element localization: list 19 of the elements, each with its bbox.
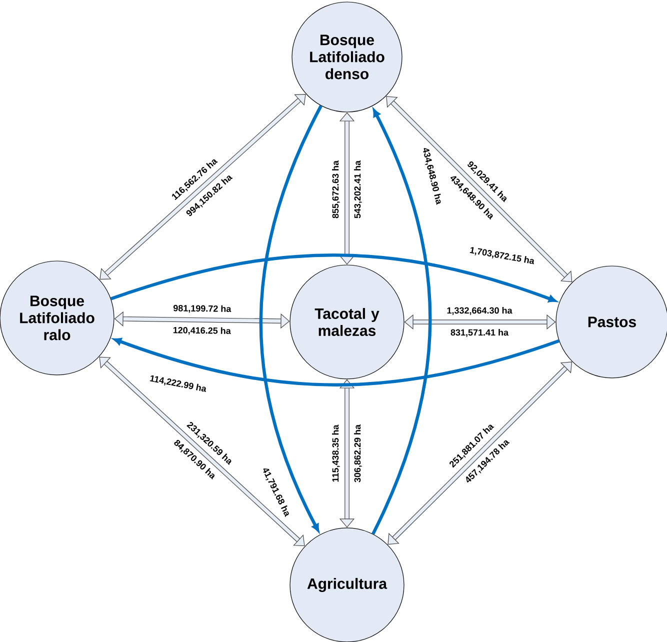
value-label: 120,416.25 ha [173, 326, 231, 335]
edge-label: 115,438.35 ha [332, 424, 340, 482]
arrow [372, 108, 432, 535]
double-arrow [386, 96, 572, 282]
double-arrow [339, 379, 355, 528]
arrow [114, 338, 560, 386]
value-label: 543,202.41 ha [354, 160, 362, 218]
double-arrow [404, 314, 556, 330]
edge-label: 855,672.63 ha [332, 160, 340, 218]
value-label: 831,571.41 ha [450, 329, 509, 337]
edge-label: 981,199.72 ha [173, 304, 232, 313]
arrow [259, 105, 322, 532]
arrow [110, 254, 556, 302]
double-arrow [99, 356, 305, 546]
value-label: 306,862.29 ha [354, 424, 362, 482]
edge-label: 1,332,664.30 ha [447, 307, 512, 315]
edge-label: 1,703,872.15 ha [470, 247, 534, 264]
edge-label: 114,222.99 ha [150, 375, 206, 392]
double-arrow [339, 112, 355, 265]
